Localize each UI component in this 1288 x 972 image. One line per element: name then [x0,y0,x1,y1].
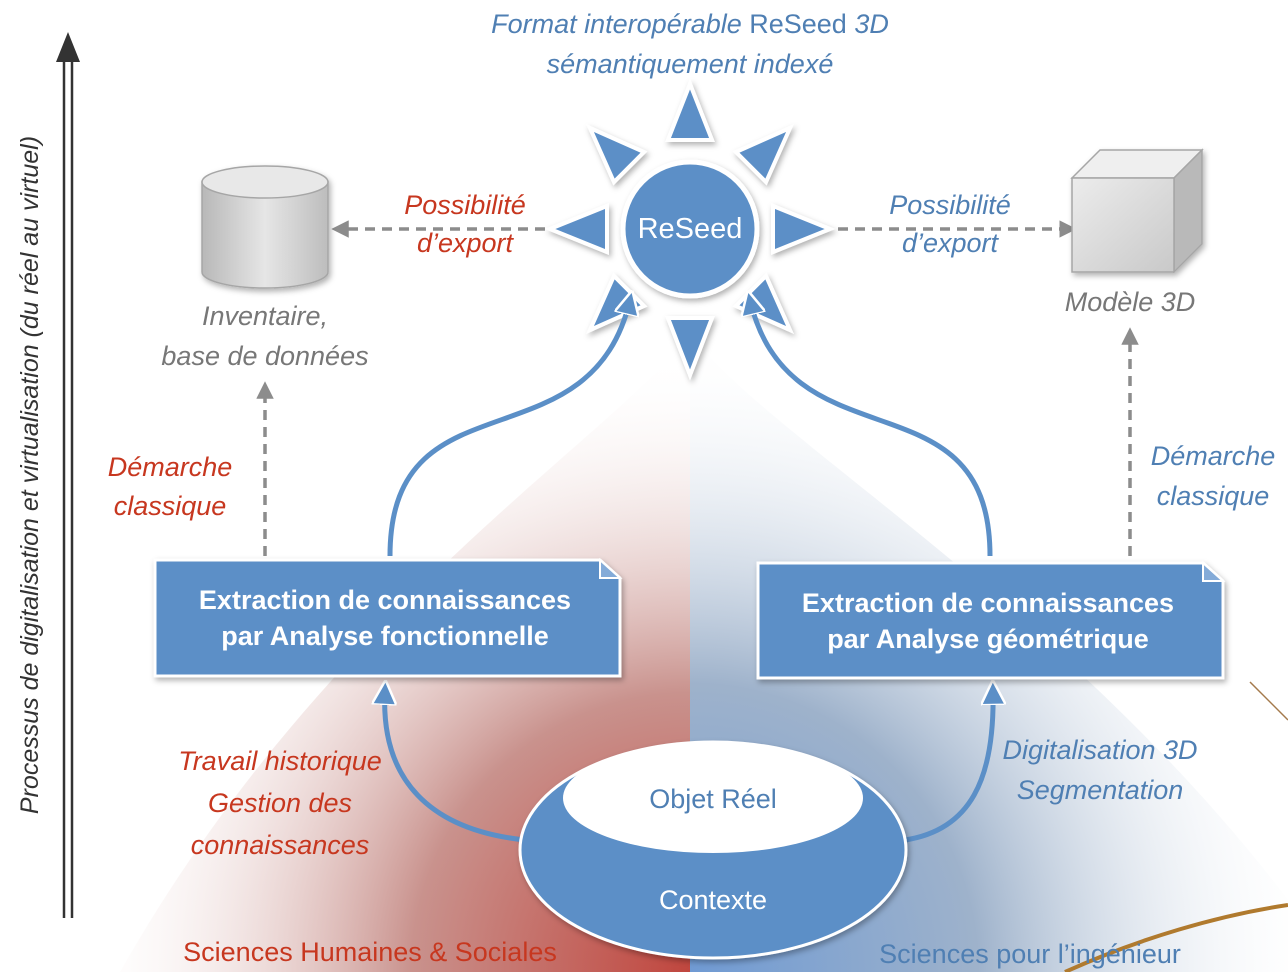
ray-bottom-left [586,272,648,334]
right-demarche-label: Démarche classique [1150,441,1276,511]
title-line2: sémantiquement indexé [546,49,834,79]
decorative-brown-line [1064,903,1288,972]
vertical-axis-arrow [56,32,80,918]
ray-top [665,78,715,142]
left-demarche-label: Démarche classique [107,452,233,521]
ray-top-right [732,124,794,186]
left-box-label: Extraction de connaissances par Analyse … [198,585,572,652]
left-export-label: Possibilité d’export [404,190,526,258]
inventory-label: Inventaire, base de données [161,301,369,371]
object-ellipse [563,743,863,853]
reseed-label: ReSeed [637,213,743,245]
cube-3d-icon [1070,148,1204,274]
right-extraction-box [756,561,1225,680]
left-curve-to-reseed [387,300,630,557]
database-cylinder-icon [201,165,329,289]
left-extraction-box [153,558,622,678]
object-context-shape [518,740,908,960]
right-export-label: Possibilité d’export [889,190,1011,258]
title-reseed: ReSeed [749,9,847,39]
ray-right [771,203,836,255]
context-label: Contexte [658,885,768,915]
object-reel-label: Objet Réel [649,784,777,814]
title-italic-b: 3D [846,9,889,39]
left-work-label: Travail historique Gestion des connaissa… [178,746,382,860]
right-digit-label: Digitalisation 3D Segmentation [1002,735,1198,805]
model-3d-label: Modèle 3D [1064,287,1196,317]
decorative-brown-line-2 [1249,681,1288,721]
left-curve-object-to-box [385,690,526,843]
axis-label: Processus de digitalisation et virtualis… [16,135,44,815]
ray-bottom-right [732,272,794,334]
right-domain-label: Sciences pour l’ingénieur [879,939,1181,969]
reseed-circle [620,159,760,299]
left-box-fold [599,557,623,579]
right-box-label: Extraction de connaissances par Analyse … [801,588,1175,655]
top-title: Format interopérable ReSeed 3D sémantiqu… [440,4,940,84]
right-curve-object-to-box [904,690,993,843]
sun-rays [544,78,836,381]
ray-top-left [586,124,648,186]
ray-left [544,203,609,255]
right-box-fold [1202,560,1226,582]
left-domain-label: Sciences Humaines & Sociales [183,937,557,967]
title-italic-a: Format interopérable [491,9,750,39]
ray-bottom [665,316,715,381]
right-curve-to-reseed [750,300,993,557]
